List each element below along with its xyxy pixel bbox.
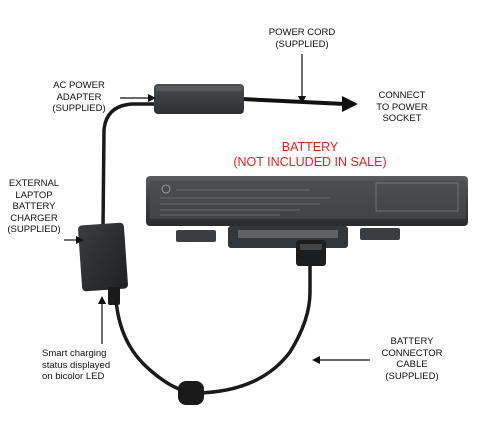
ac-adapter-label: AC POWER ADAPTER (SUPPLIED)	[52, 80, 106, 114]
charger-plug	[108, 287, 120, 305]
power-cord-cable	[241, 97, 346, 106]
external-charger-body	[78, 222, 128, 292]
battery-connector-plug	[296, 240, 326, 266]
smart-charging-label: Smart charging status displayed on bicol…	[42, 348, 111, 382]
battery-connector-cable	[195, 262, 312, 395]
battery-label: BATTERY (NOT INCLUDED IN SALE)	[233, 140, 387, 169]
connect-to-socket-label: CONNECT TO POWER SOCKET	[376, 90, 428, 124]
battery-label-sticker	[150, 181, 466, 219]
ferrite-bead	[178, 381, 204, 405]
adapter-to-charger-cable	[101, 102, 154, 229]
external-charger-label: EXTERNAL LAPTOP BATTERY CHARGER (SUPPLIE…	[7, 178, 61, 235]
power-cord-label: POWER CORD (SUPPLIED)	[268, 27, 336, 50]
battery-connector-label: BATTERY CONNECTOR CABLE (SUPPLIED)	[381, 336, 443, 382]
ac-adapter-body	[154, 84, 244, 114]
power-cord-arrow	[342, 96, 358, 112]
